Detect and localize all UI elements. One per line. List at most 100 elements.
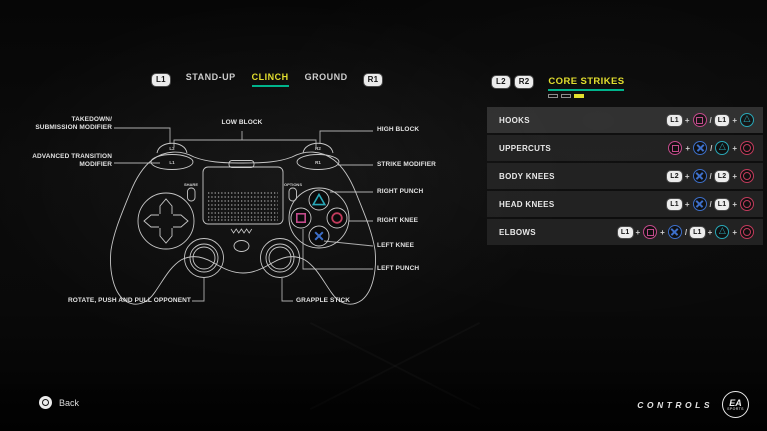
cross-glyph: [695, 172, 704, 181]
panel-title: CORE STRIKES: [548, 76, 625, 91]
circle-glyph: [331, 212, 343, 224]
square-glyph: [295, 213, 306, 224]
circle-glyph: [743, 144, 751, 152]
footer-strip: [0, 384, 767, 431]
ps-square-button-icon: [643, 225, 658, 239]
ps-square-button-icon: [692, 113, 707, 127]
diagram-label-right-punch: RIGHT PUNCH: [377, 188, 424, 195]
slash-separator: /: [709, 171, 712, 181]
cross-glyph: [695, 200, 704, 209]
diagram-label-strike-modifier: STRIKE MODIFIER: [377, 161, 436, 168]
slash-separator: /: [709, 115, 712, 125]
page-pill: [574, 94, 585, 98]
connector-high-block: [319, 130, 373, 144]
plus-separator: +: [732, 143, 737, 153]
triangle-glyph: △: [718, 142, 726, 152]
plus-separator: +: [732, 227, 737, 237]
ps-triangle-button-icon: △: [740, 113, 754, 127]
cross-glyph: [314, 231, 324, 241]
cross-glyph: [670, 228, 679, 237]
hint-pill-l1: L1: [714, 114, 730, 126]
plus-separator: +: [684, 171, 690, 181]
triangle-glyph: △: [718, 226, 726, 236]
strike-name: UPPERCUTS: [499, 143, 552, 153]
hint-pill-l2: L2: [667, 170, 682, 182]
touchpad-texture: [208, 192, 278, 221]
connector-grapple: [281, 278, 293, 302]
l2-label: L2: [169, 146, 175, 151]
hint-pill-l2: L2: [714, 170, 730, 182]
tab-clinch[interactable]: CLINCH: [251, 72, 289, 87]
strike-combo: L2+/L2+: [667, 169, 754, 183]
right-stick: [260, 238, 300, 278]
controller-body: [110, 151, 376, 305]
share-label: SHARE: [184, 182, 198, 187]
strike-row: UPPERCUTS+/△+: [487, 135, 763, 161]
square-button: [290, 207, 312, 229]
diagram-label-grapple: GRAPPLE STICK: [296, 297, 351, 304]
ps-circle-button-icon: [740, 197, 754, 211]
options-label: OPTIONS: [284, 182, 302, 187]
strike-combo: L1++/L1+△+: [617, 225, 754, 239]
plus-separator: +: [684, 115, 690, 125]
ps-circle-button-icon: [740, 169, 754, 183]
connector-rotate: [192, 278, 205, 302]
l2-trigger: [156, 142, 188, 154]
tab-bar: L1 STAND-UP CLINCH GROUND R1: [152, 72, 383, 87]
tab-ground[interactable]: GROUND: [304, 72, 348, 82]
shoulder-hint-r1[interactable]: R1: [363, 73, 383, 86]
diagram-label-right-knee: RIGHT KNEE: [377, 217, 419, 224]
ps-circle-button-icon: [740, 141, 754, 155]
plus-separator: +: [684, 199, 690, 209]
plus-separator: +: [707, 227, 713, 237]
controls-title: CONTROLS: [637, 399, 713, 410]
options-button: [288, 187, 297, 202]
back-button[interactable]: Back: [39, 396, 79, 409]
touchpad: [202, 166, 284, 225]
square-glyph: [696, 116, 704, 124]
dpad-ring: [137, 192, 195, 250]
shoulder-hint-l1[interactable]: L1: [152, 73, 170, 86]
page-pill: [548, 94, 559, 98]
connector-left-punch: [302, 229, 373, 270]
circle-glyph: [743, 200, 751, 208]
strike-combo: +/△+: [668, 141, 754, 155]
diagram-label-left-knee: LEFT KNEE: [377, 242, 415, 249]
slash-separator: /: [710, 143, 713, 153]
tab-stand-up[interactable]: STAND-UP: [185, 72, 236, 82]
trigger-hint-r2[interactable]: R2: [514, 76, 534, 88]
ps-triangle-button-icon: △: [715, 141, 730, 155]
cross-glyph: [696, 144, 705, 153]
panel-title-wrap: CORE STRIKES: [548, 76, 625, 98]
page-pill: [561, 94, 572, 98]
strike-combo: L1+/L1+: [667, 197, 754, 211]
circle-glyph: [743, 228, 751, 236]
slash-separator: /: [709, 199, 712, 209]
l1-bumper: [150, 154, 194, 170]
hint-pill-l1: L1: [617, 226, 633, 238]
ps-button: [233, 240, 250, 252]
ea-sports-logo: EA SPORTS: [722, 391, 749, 418]
connector-left-knee: [323, 240, 374, 247]
hint-pill-l1: L1: [690, 226, 705, 238]
connector-takedown: [114, 127, 171, 144]
r2-label: R2: [315, 146, 321, 151]
ps-triangle-button-icon: △: [715, 225, 730, 239]
square-glyph: [646, 228, 654, 236]
ps-square-button-icon: [668, 141, 683, 155]
connector-low-block: [173, 131, 317, 147]
circle-glyph: [743, 172, 751, 180]
trigger-hint-l2[interactable]: L2: [492, 76, 510, 88]
diagram-label-rotate: ROTATE, PUSH AND PULL OPPONENT: [67, 297, 191, 304]
slash-separator: /: [684, 227, 688, 237]
diagram-label-high-block: HIGH BLOCK: [377, 126, 420, 133]
triangle-glyph: [311, 192, 327, 206]
ps-cross-button-icon: [693, 141, 708, 155]
ps-circle-button-icon: [740, 225, 754, 239]
r2-trigger: [302, 142, 334, 154]
